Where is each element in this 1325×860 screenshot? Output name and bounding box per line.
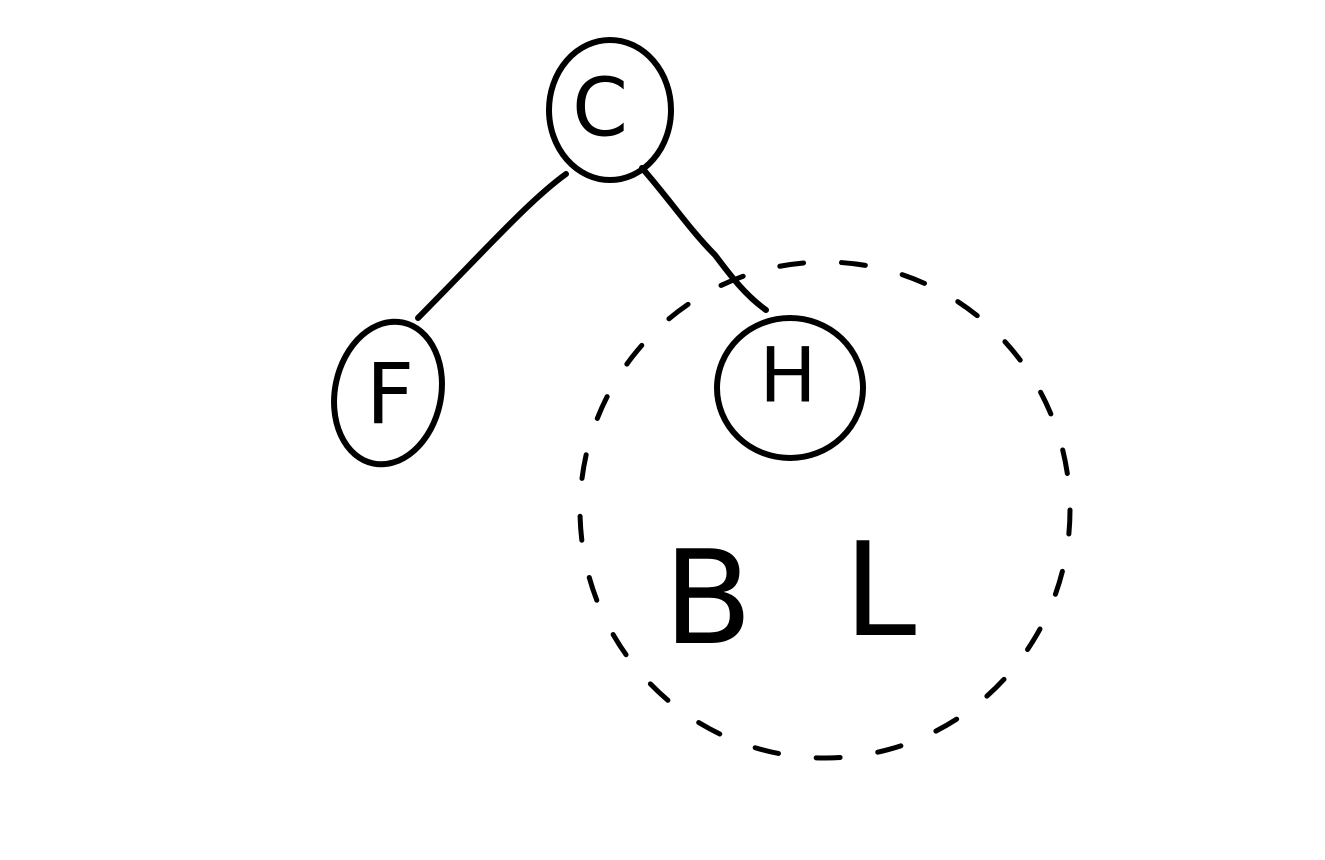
node-c-label: C — [572, 62, 628, 155]
node-f: F — [331, 318, 445, 468]
dashed-group-circle — [577, 259, 1073, 761]
edge-c-to-f — [415, 171, 569, 321]
node-c-circle — [546, 37, 674, 183]
node-h-circle — [714, 315, 866, 461]
node-h-label: H — [759, 331, 816, 420]
node-f-circle — [331, 318, 445, 468]
group-label-l: L — [844, 514, 916, 666]
edge-c-to-h — [639, 165, 769, 313]
node-c: C — [546, 37, 674, 183]
group-label-b: B — [663, 522, 752, 674]
node-h: H — [714, 315, 866, 461]
node-f-label: F — [366, 345, 414, 443]
